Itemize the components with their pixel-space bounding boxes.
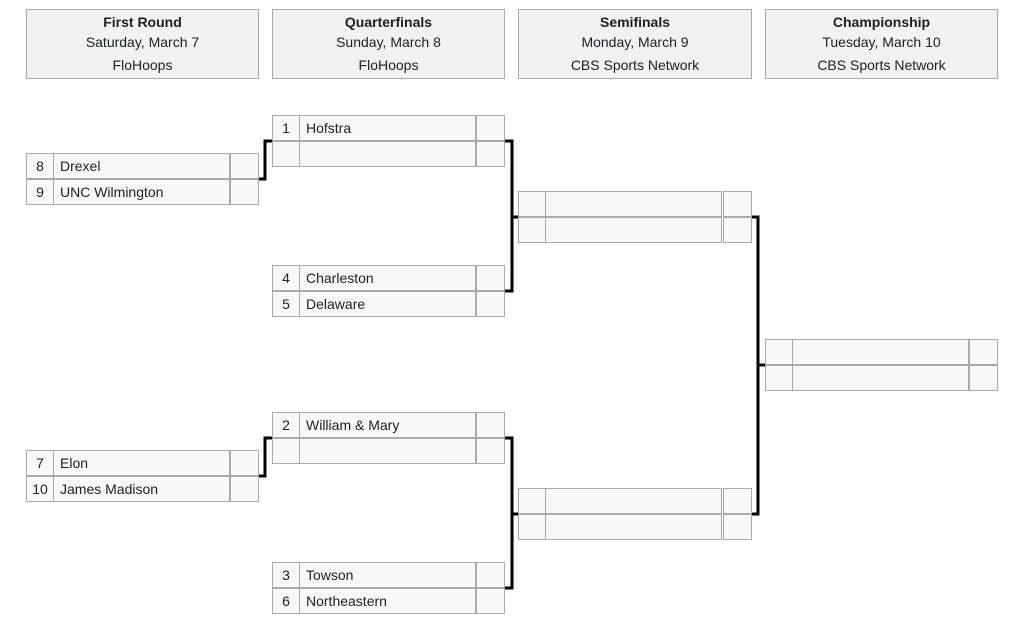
round-date: Sunday, March 8	[336, 34, 441, 50]
round-network: CBS Sports Network	[817, 57, 946, 73]
team-name: UNC Wilmington	[53, 179, 230, 205]
team-score	[723, 217, 752, 243]
team-slot	[765, 339, 998, 365]
team-slot	[518, 191, 752, 217]
team-name	[792, 339, 969, 365]
team-seed: 9	[26, 179, 54, 205]
team-score	[723, 191, 752, 217]
team-seed	[272, 141, 300, 167]
team-seed	[518, 488, 546, 514]
team-name: Charleston	[299, 265, 476, 291]
team-seed	[272, 438, 300, 464]
connector-first-round-2	[259, 436, 272, 478]
team-slot	[518, 488, 752, 514]
team-seed	[765, 339, 793, 365]
team-score	[230, 450, 259, 476]
team-seed: 10	[26, 476, 54, 502]
team-seed: 6	[272, 588, 300, 614]
team-slot	[272, 438, 505, 464]
team-slot	[518, 514, 752, 540]
round-header-first-round: First Round Saturday, March 7 FloHoops	[26, 9, 259, 79]
team-slot: 1 Hofstra	[272, 115, 505, 141]
round-title: Championship	[832, 14, 931, 30]
team-name: Towson	[299, 562, 476, 588]
round-header-championship: Championship Tuesday, March 10 CBS Sport…	[765, 9, 998, 79]
team-name	[545, 514, 722, 540]
team-score	[476, 291, 505, 317]
team-score	[723, 514, 752, 540]
team-name: Drexel	[53, 153, 230, 179]
round-title: First Round	[103, 14, 182, 30]
team-score	[476, 412, 505, 438]
team-name: Delaware	[299, 291, 476, 317]
round-network: FloHoops	[112, 57, 173, 73]
round-date: Saturday, March 7	[85, 34, 200, 50]
connector-first-round-1	[259, 139, 272, 181]
connector-quarterfinal-1	[505, 139, 518, 293]
team-slot	[518, 217, 752, 243]
team-name: Hofstra	[299, 115, 476, 141]
team-slot: 9 UNC Wilmington	[26, 179, 259, 205]
connector-quarterfinal-2	[505, 436, 518, 590]
team-name: Northeastern	[299, 588, 476, 614]
team-seed	[518, 217, 546, 243]
connector-semifinal	[752, 215, 765, 516]
round-date: Monday, March 9	[581, 34, 689, 50]
team-name	[792, 365, 969, 391]
team-seed: 3	[272, 562, 300, 588]
team-score	[230, 153, 259, 179]
team-slot: 10 James Madison	[26, 476, 259, 502]
round-header-semifinals: Semifinals Monday, March 9 CBS Sports Ne…	[518, 9, 752, 79]
team-seed: 7	[26, 450, 54, 476]
team-seed: 8	[26, 153, 54, 179]
team-seed: 2	[272, 412, 300, 438]
team-name	[545, 217, 722, 243]
team-seed	[518, 514, 546, 540]
team-name: Elon	[53, 450, 230, 476]
team-score	[476, 265, 505, 291]
team-score	[230, 476, 259, 502]
team-name	[545, 488, 722, 514]
round-date: Tuesday, March 10	[822, 34, 941, 50]
team-slot	[272, 141, 505, 167]
round-network: FloHoops	[358, 57, 419, 73]
team-seed: 1	[272, 115, 300, 141]
round-network: CBS Sports Network	[570, 57, 700, 73]
team-slot: 8 Drexel	[26, 153, 259, 179]
team-slot: 5 Delaware	[272, 291, 505, 317]
team-score	[476, 438, 505, 464]
team-name	[545, 191, 722, 217]
team-seed: 5	[272, 291, 300, 317]
team-name	[299, 141, 476, 167]
team-slot: 7 Elon	[26, 450, 259, 476]
team-score	[969, 339, 998, 365]
team-slot: 6 Northeastern	[272, 588, 505, 614]
team-slot: 4 Charleston	[272, 265, 505, 291]
round-header-quarterfinals: Quarterfinals Sunday, March 8 FloHoops	[272, 9, 505, 79]
team-slot: 3 Towson	[272, 562, 505, 588]
team-name: James Madison	[53, 476, 230, 502]
team-score	[230, 179, 259, 205]
team-name: William & Mary	[299, 412, 476, 438]
round-title: Semifinals	[599, 14, 671, 30]
team-name	[299, 438, 476, 464]
team-score	[476, 588, 505, 614]
team-seed	[765, 365, 793, 391]
team-score	[476, 141, 505, 167]
team-score	[476, 562, 505, 588]
team-slot	[765, 365, 998, 391]
team-slot: 2 William & Mary	[272, 412, 505, 438]
team-score	[476, 115, 505, 141]
team-score	[969, 365, 998, 391]
round-title: Quarterfinals	[344, 14, 433, 30]
team-score	[723, 488, 752, 514]
team-seed	[518, 191, 546, 217]
team-seed: 4	[272, 265, 300, 291]
